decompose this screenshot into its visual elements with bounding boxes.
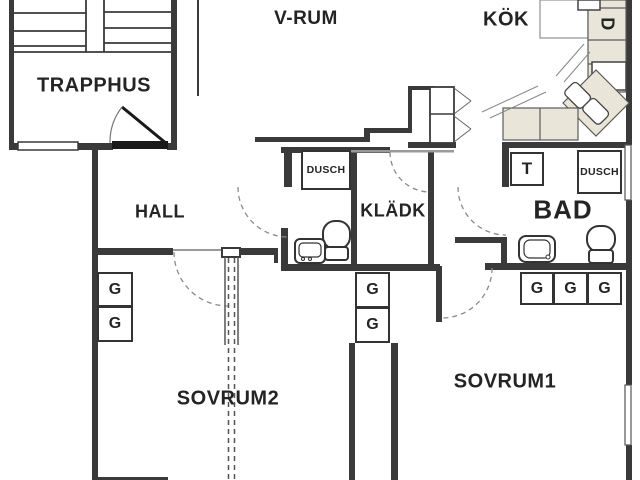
kitchen-sink-icon [564, 81, 610, 125]
shower-cabin-dusch-room: DUSCH [301, 150, 351, 190]
room-label-sovrum1: SOVRUM1 [453, 370, 557, 393]
wardrobe-hall-1: G [97, 272, 133, 307]
sovrum1-window [624, 384, 632, 446]
wardrobe-sovrum1-3: G [587, 272, 622, 305]
opening-header [173, 249, 228, 251]
door-swing-arcs [173, 151, 507, 319]
wardrobe-sovrum2-1: G [355, 272, 390, 308]
toilet-icon [322, 220, 351, 261]
sovrum1-door-arc [441, 267, 493, 319]
kladk-door-arc [389, 151, 431, 193]
room-label-trapphus: TRAPPHUS [36, 74, 152, 97]
room-label-kladk: KLÄDK [360, 200, 426, 221]
wardrobe-sovrum1-1: G [520, 272, 554, 305]
toilet-icon [586, 225, 616, 264]
entrance-door [109, 105, 168, 149]
stairwell-window [17, 141, 79, 151]
shower-cabin-bad: DUSCH [577, 150, 622, 194]
fridge-icon [429, 86, 472, 144]
sink-icon [294, 238, 326, 264]
room-label-vrum: V-RUM [274, 8, 338, 29]
opening-header [312, 150, 454, 153]
wc-fixtures-bad [518, 225, 616, 264]
bad-window [624, 144, 632, 201]
kitchen-counter [481, 0, 630, 141]
room-label-sovrum2: SOVRUM2 [176, 387, 280, 410]
dashed-partition [221, 247, 241, 480]
room-label-kok: KÖK [483, 8, 529, 31]
room-label-bad: BAD [533, 194, 593, 225]
wardrobe-hall-2: G [97, 306, 133, 342]
sovrum2-door-arc [173, 251, 229, 307]
dishwasher-label: D [597, 17, 618, 31]
dusch-room-door-arc [237, 186, 289, 238]
stairs-icon [14, 0, 171, 53]
sink-icon [518, 235, 556, 263]
wardrobe-sovrum1-2: G [553, 272, 588, 305]
wardrobe-sovrum2-2: G [355, 307, 390, 343]
wc-fixtures-dusch-room [294, 220, 351, 264]
room-label-hall: HALL [135, 201, 185, 222]
bad-door-arc [457, 186, 507, 236]
counter-corner-lines [481, 43, 591, 119]
washer-box: T [510, 152, 544, 186]
